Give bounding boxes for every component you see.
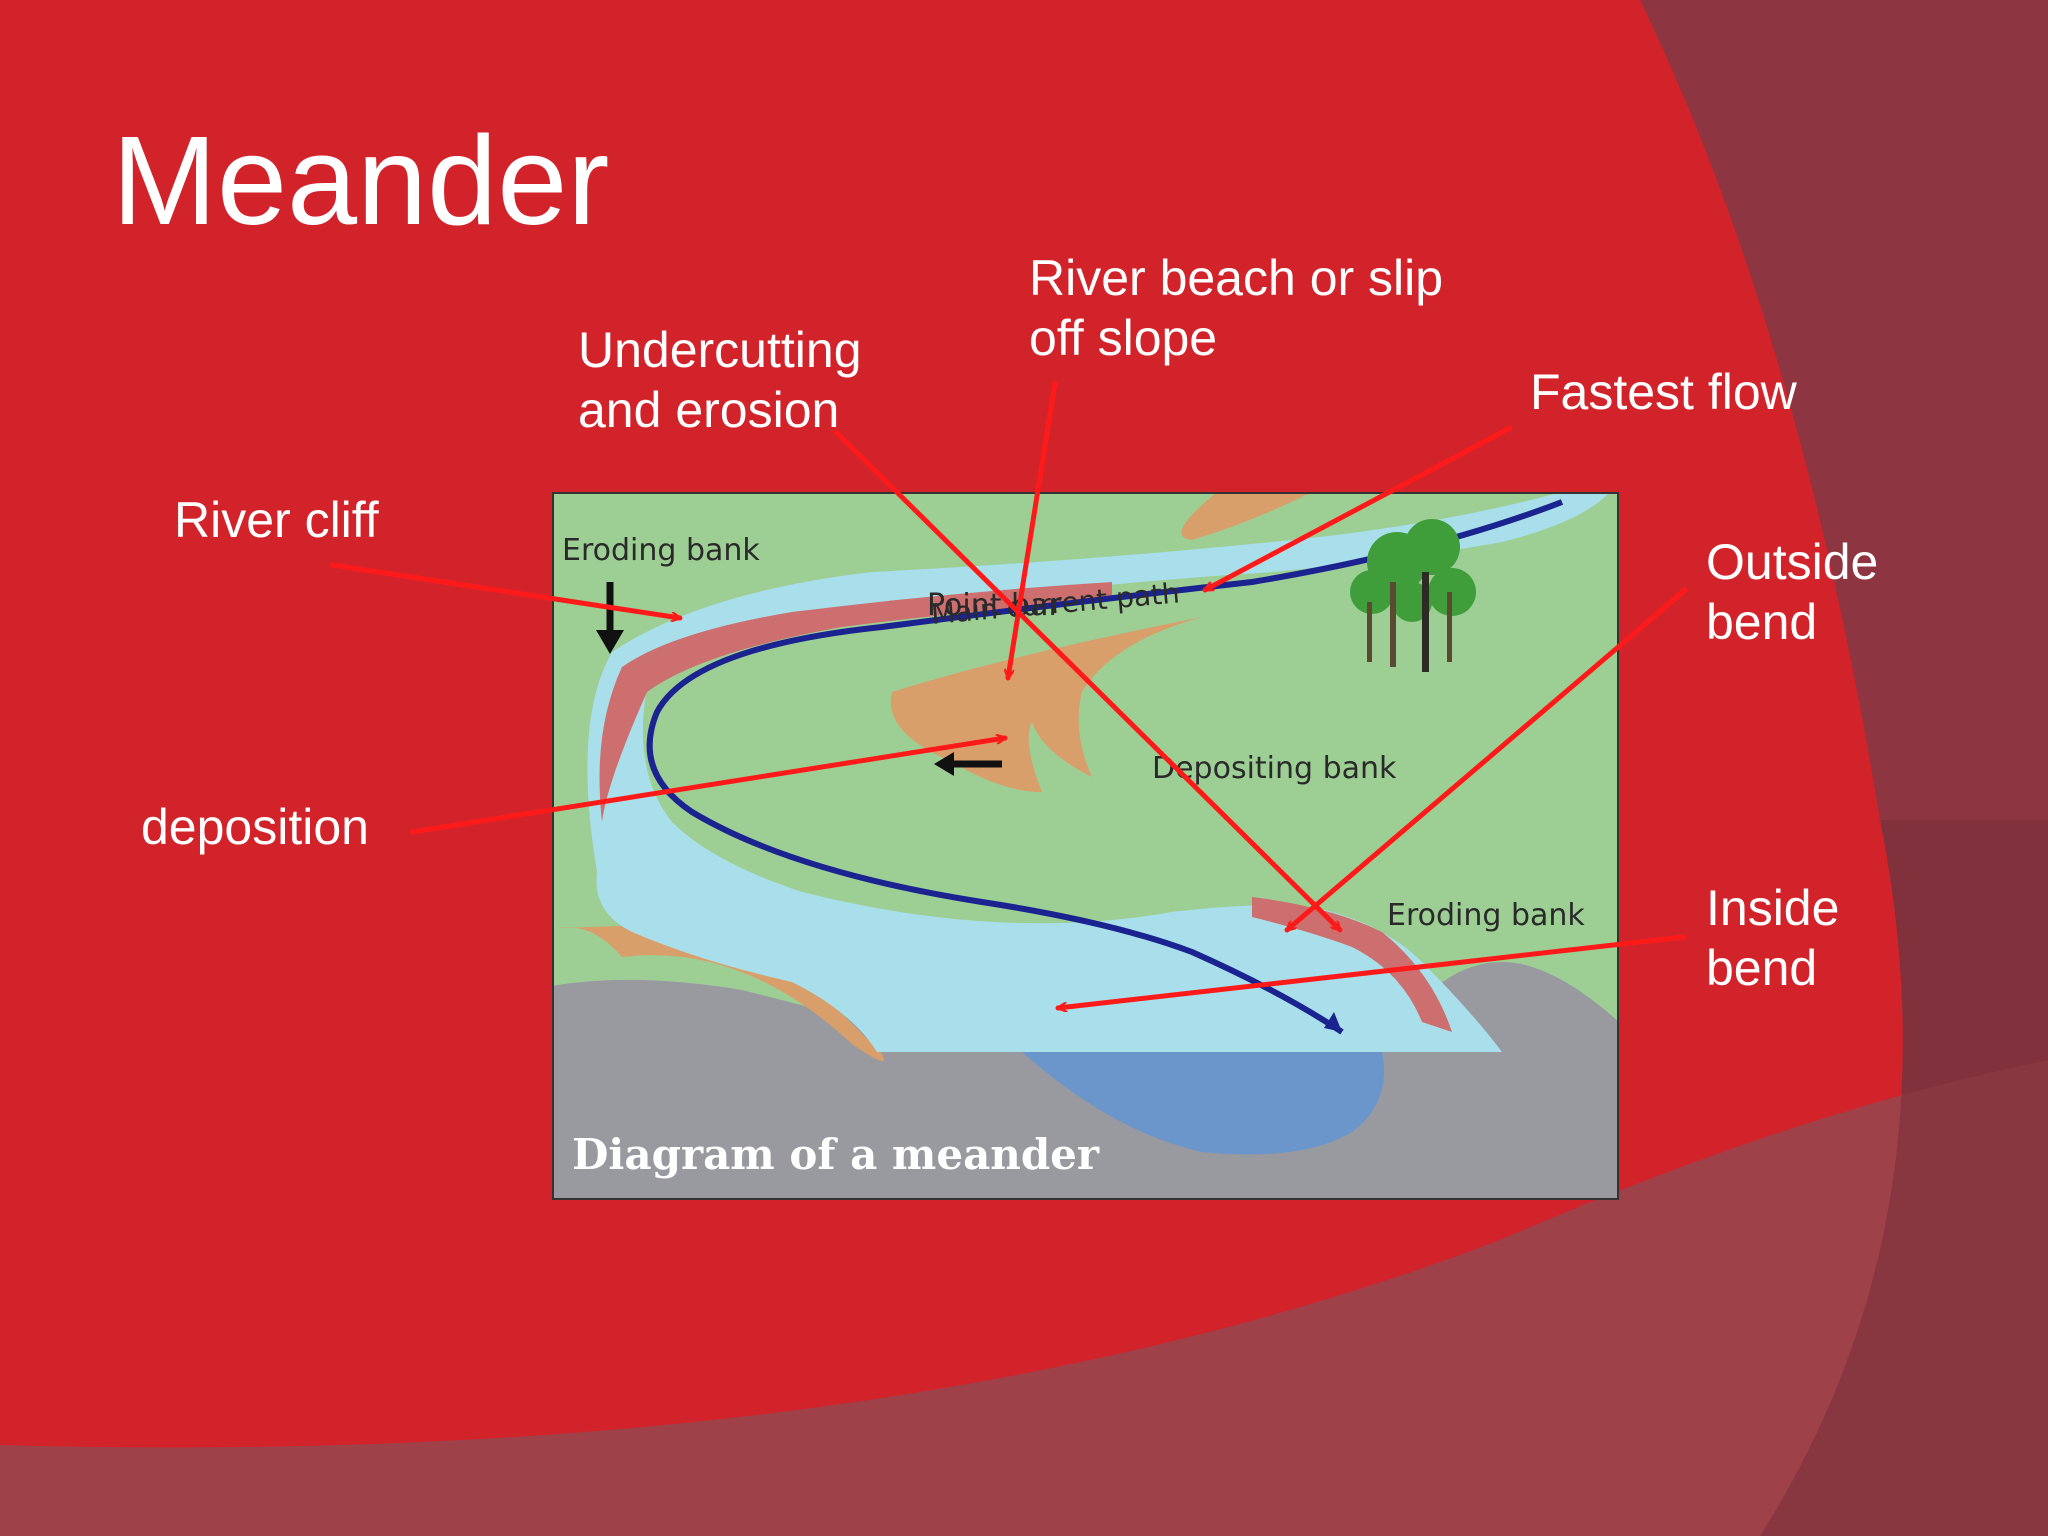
label-point-bar: Point bar — [927, 588, 1061, 623]
callout-inside-bend: Inside bend — [1706, 878, 1839, 998]
label-eroding-bank-bottom: Eroding bank — [1387, 898, 1585, 933]
callout-outside-bend-line-1: Outside — [1706, 534, 1879, 590]
arrow-deposition — [409, 738, 1008, 835]
lake — [1022, 1052, 1384, 1155]
callout-fastest-flow: Fastest flow — [1530, 364, 1797, 420]
background-shade-bottom — [0, 1060, 2048, 1536]
arrow-undercutting — [833, 429, 1343, 933]
callout-inside-bend-line-2: bend — [1706, 940, 1818, 996]
meander-diagram: Eroding bank Point bar Depositing bank E… — [552, 492, 1619, 1200]
arrow-river-cliff — [329, 562, 683, 618]
point-bar-shape — [890, 617, 1202, 792]
river-water — [587, 492, 1610, 1052]
label-depositing-bank: Depositing bank — [1152, 751, 1397, 786]
eroding-bank-stripe-bottom — [1252, 897, 1452, 1032]
main-current-line — [646, 499, 1564, 1035]
callout-river-beach-line-2: off slope — [1029, 310, 1218, 366]
eroding-bank-stripe-top — [599, 582, 1112, 822]
label-eroding-bank-top: Eroding bank — [562, 533, 760, 568]
trees — [1350, 519, 1476, 672]
callout-outside-bend: Outside bend — [1706, 532, 1878, 652]
callout-river-cliff: River cliff — [174, 492, 379, 548]
arrow-river-beach — [1008, 380, 1058, 681]
arrow-inside-bend — [1055, 934, 1687, 1008]
callout-outside-bend-line-2: bend — [1706, 594, 1818, 650]
slide-title: Meander — [112, 110, 610, 251]
callout-undercutting-line-2: and erosion — [578, 382, 840, 438]
callout-undercutting: Undercutting and erosion — [578, 320, 862, 440]
callout-deposition: deposition — [141, 799, 369, 855]
diagram-caption: Diagram of a meander — [572, 1130, 1100, 1179]
callout-undercutting-line-1: Undercutting — [578, 322, 862, 378]
callout-inside-bend-line-1: Inside — [1706, 880, 1840, 936]
sand-top — [1181, 492, 1312, 540]
arrow-outside-bend — [1287, 587, 1688, 933]
arrow-fastest-flow — [1205, 425, 1513, 593]
callout-river-beach-line-1: River beach or slip — [1029, 250, 1444, 306]
current-arrowhead — [1324, 1012, 1342, 1032]
callout-river-beach: River beach or slip off slope — [1029, 248, 1443, 368]
